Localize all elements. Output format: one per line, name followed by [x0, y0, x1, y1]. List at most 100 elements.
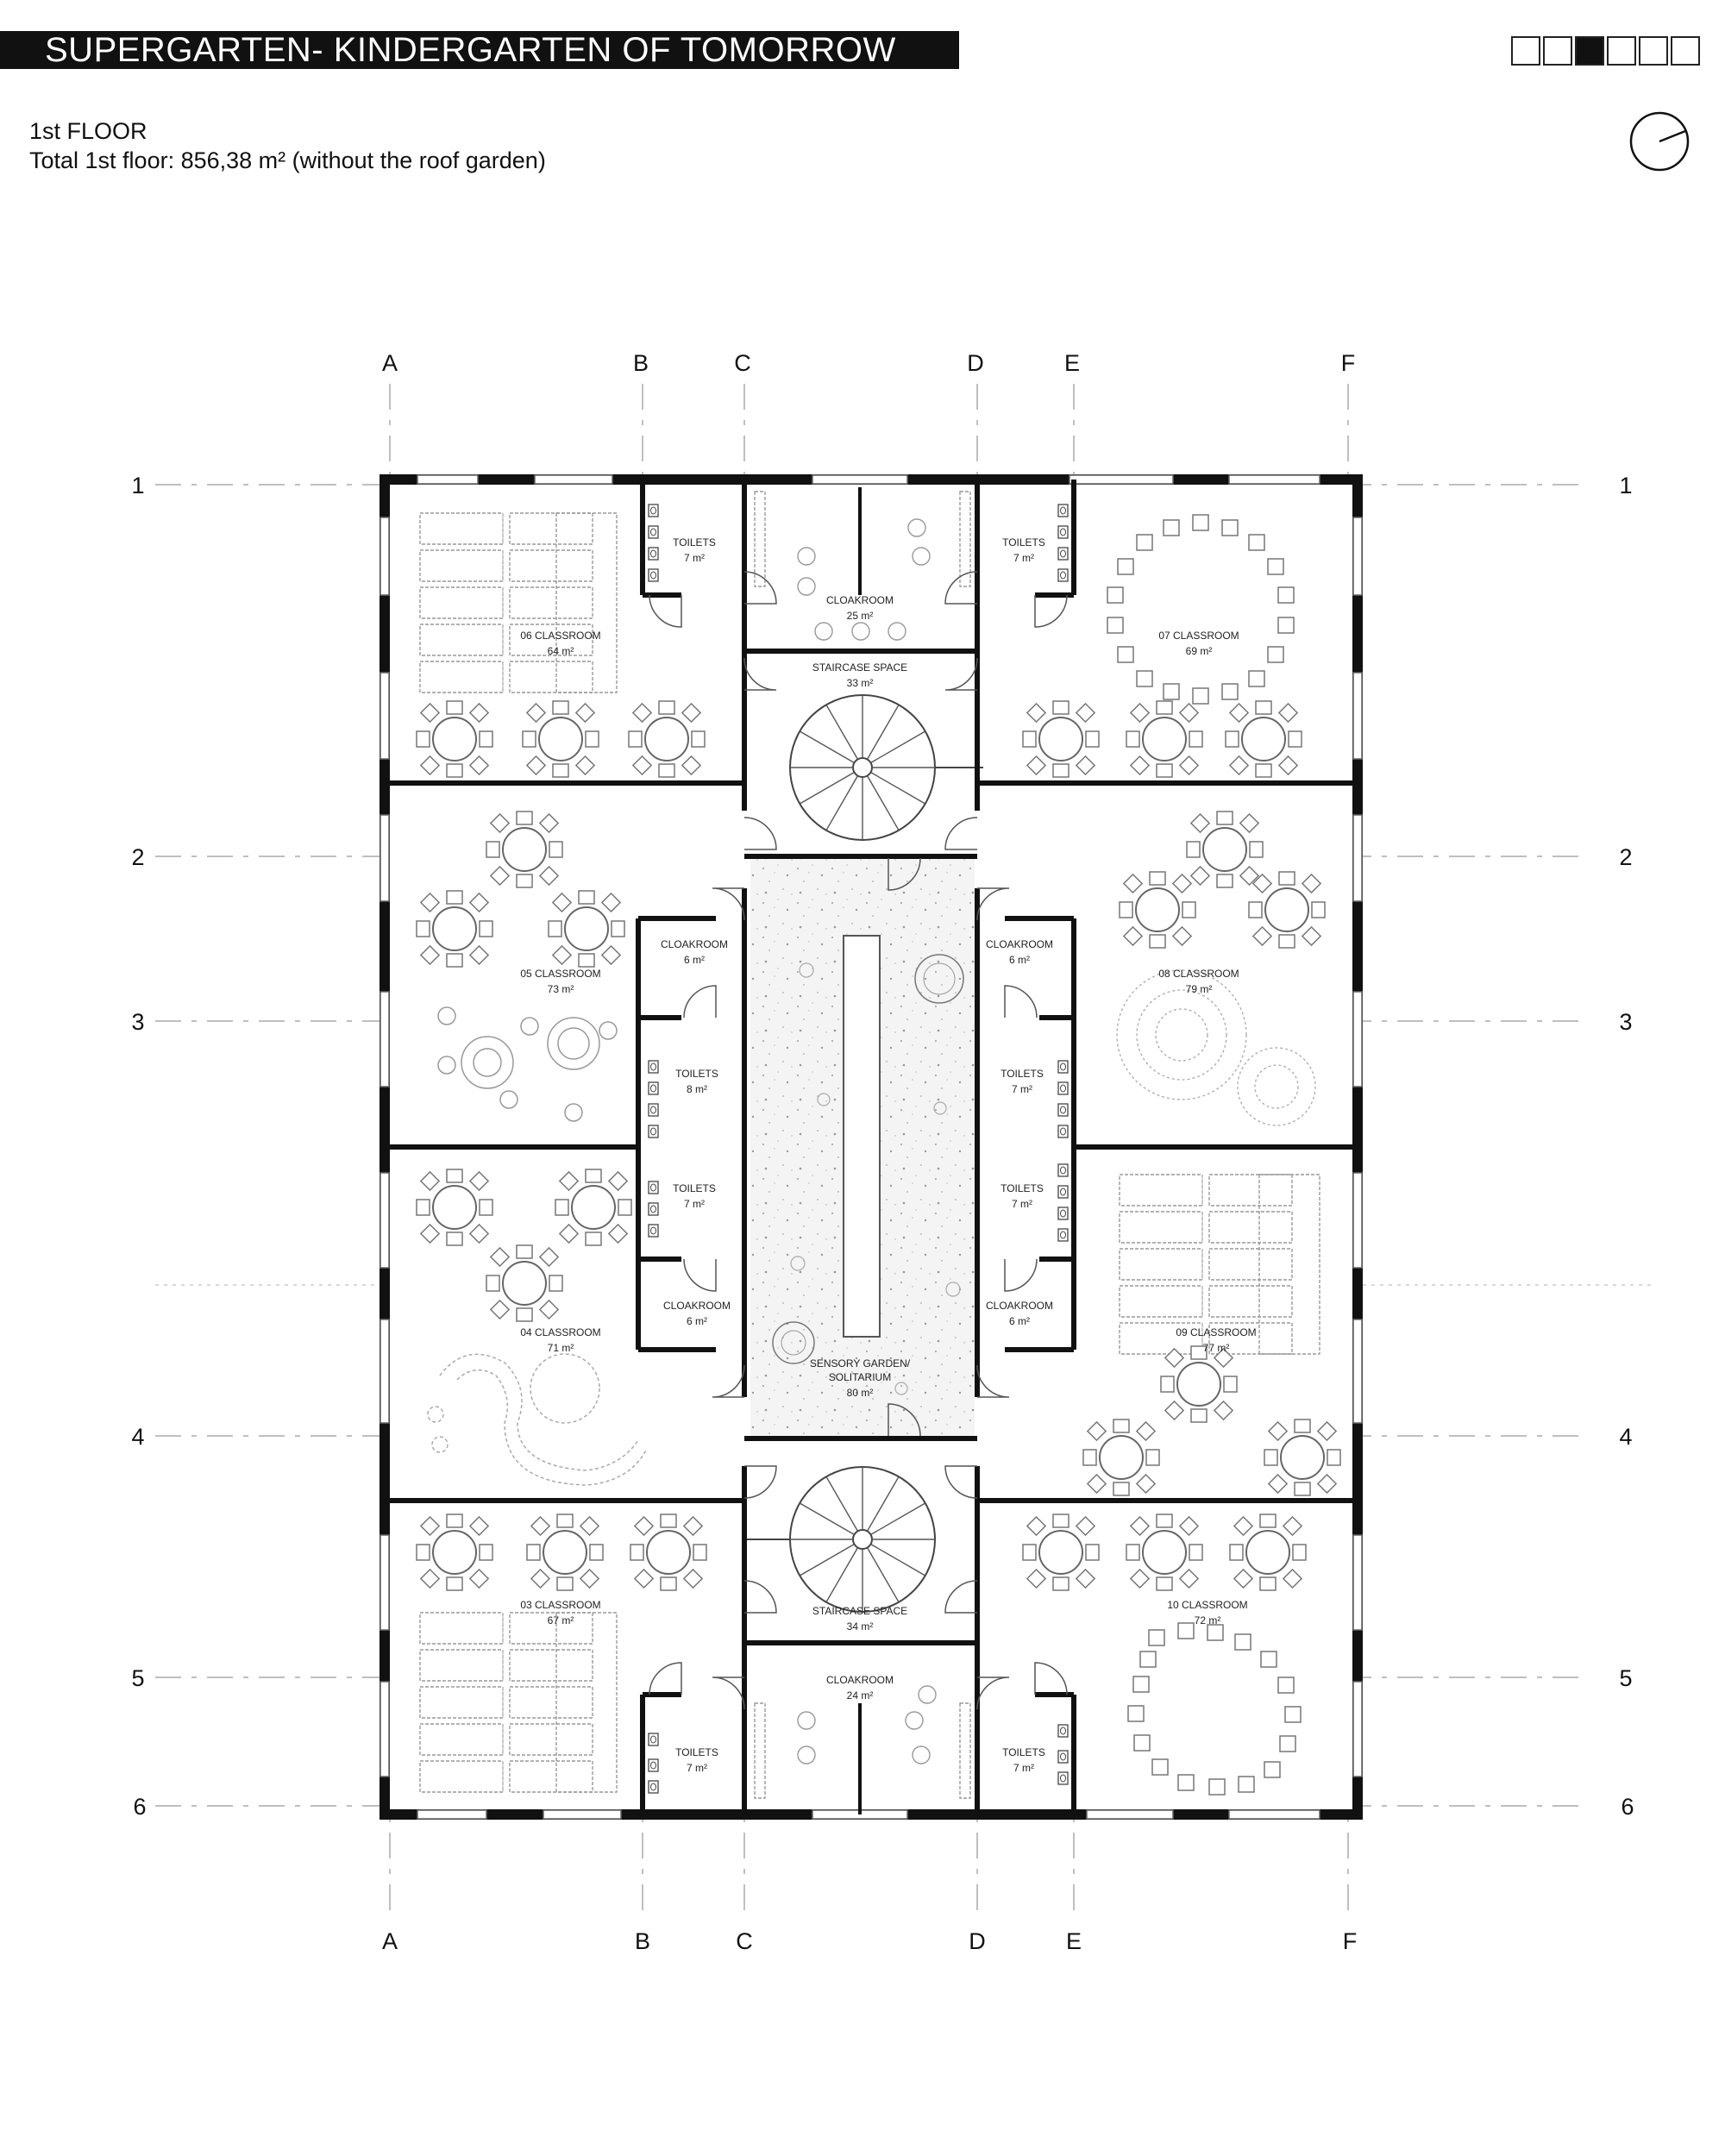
cloakroom-north-furniture — [754, 491, 971, 641]
grid-column-label-e-bottom: E — [1066, 1928, 1082, 1954]
room-name-cloakroom-e2: CLOAKROOM — [986, 1300, 1053, 1312]
room-name-cloakroom-w2: CLOAKROOM — [663, 1300, 731, 1312]
page-indicator-box-5 — [1639, 36, 1668, 66]
classroom-09-beds — [1119, 1174, 1320, 1355]
room-area-classroom-04: 71 m² — [548, 1342, 574, 1354]
room-area-staircase-south: 34 m² — [847, 1620, 874, 1633]
grid-row-label-1-left: 1 — [131, 473, 144, 498]
grid-column-label-d-bottom: D — [969, 1928, 986, 1954]
grid-row-label-3-right: 3 — [1619, 1009, 1632, 1035]
room-area-classroom-06: 64 m² — [548, 645, 574, 657]
grid-row-label-3-left: 3 — [131, 1009, 144, 1035]
page-indicator-box-3-active — [1575, 36, 1604, 66]
room-area-classroom-05: 73 m² — [548, 983, 574, 995]
room-area-toilets-ne: 7 m² — [1013, 552, 1034, 564]
grid-row-label-1-right: 1 — [1619, 473, 1632, 498]
room-name-toilets-ne: TOILETS — [1002, 536, 1045, 548]
room-area-toilets-w2: 8 m² — [687, 1083, 707, 1095]
classroom-06-tables — [416, 700, 706, 778]
classroom-08-play-circles — [1116, 969, 1316, 1126]
grid-row-label-5-left: 5 — [131, 1665, 144, 1691]
room-name-classroom-09: 09 CLASSROOM — [1176, 1326, 1256, 1338]
room-name2-sensory-garden: SOLITARIUM — [829, 1371, 891, 1383]
grid-row-label-6-left: 6 — [133, 1794, 146, 1820]
room-area-cloakroom-e2: 6 m² — [1009, 1315, 1030, 1327]
room-area-toilets-e3: 7 m² — [1012, 1198, 1032, 1210]
room-name-toilets-sw: TOILETS — [675, 1746, 718, 1758]
grid-row-label-4-right: 4 — [1619, 1424, 1632, 1450]
grid-row-label-5-right: 5 — [1619, 1665, 1632, 1691]
room-area-classroom-03: 67 m² — [548, 1614, 574, 1626]
page-title: SUPERGARTEN- KINDERGARTEN OF TOMORROW — [0, 31, 959, 69]
room-name-toilets-w3: TOILETS — [673, 1182, 716, 1194]
grid-column-label-f-top: F — [1341, 350, 1356, 376]
room-name-toilets-e3: TOILETS — [1000, 1182, 1044, 1194]
grid-row-label-2-right: 2 — [1619, 844, 1632, 870]
page-indicator-box-6 — [1671, 36, 1700, 66]
room-name-cloakroom-w1: CLOAKROOM — [661, 938, 728, 950]
classroom-04-play-path — [427, 1353, 648, 1486]
grid-column-label-c-bottom: C — [736, 1928, 753, 1954]
room-name-toilets-nw: TOILETS — [673, 536, 716, 548]
grid-row-label-2-left: 2 — [131, 844, 144, 870]
room-name-classroom-03: 03 CLASSROOM — [520, 1599, 600, 1611]
room-name-classroom-05: 05 CLASSROOM — [520, 968, 600, 980]
grid-column-label-e-top: E — [1064, 350, 1080, 376]
room-area-toilets-sw: 7 m² — [687, 1762, 707, 1774]
cloakroom-south-furniture — [754, 1685, 971, 1799]
room-area-classroom-08: 79 m² — [1186, 983, 1213, 995]
room-name-classroom-10: 10 CLASSROOM — [1167, 1599, 1247, 1611]
grid-column-label-f-bottom: F — [1343, 1928, 1358, 1954]
page-indicator-box-2 — [1543, 36, 1572, 66]
room-area-cloakroom-north: 25 m² — [847, 610, 874, 622]
classroom-07-tables — [1022, 700, 1302, 778]
grid-column-label-b-bottom: B — [635, 1928, 650, 1954]
classroom-03-tables — [416, 1514, 707, 1591]
room-area-toilets-w3: 7 m² — [684, 1198, 705, 1210]
door-swings — [649, 571, 1068, 1710]
classroom-10-tables — [1022, 1514, 1307, 1591]
grid-column-label-a-bottom: A — [382, 1928, 398, 1954]
room-name-cloakroom-south: CLOAKROOM — [826, 1674, 894, 1686]
floor-label: 1st FLOOR — [29, 118, 147, 144]
floor-area-summary: Total 1st floor: 856,38 m² (without the … — [29, 147, 546, 173]
room-area-staircase-north: 33 m² — [847, 677, 874, 689]
room-name-cloakroom-e1: CLOAKROOM — [986, 938, 1053, 950]
classroom-10-chair-ring — [1127, 1622, 1302, 1796]
grid-column-label-a-top: A — [382, 350, 398, 376]
page-indicator — [1511, 36, 1703, 66]
room-area-classroom-07: 69 m² — [1186, 645, 1213, 657]
room-name-staircase-north: STAIRCASE SPACE — [812, 661, 907, 674]
room-area-cloakroom-south: 24 m² — [847, 1689, 874, 1702]
room-name-sensory-garden: SENSORY GARDEN/ — [810, 1357, 911, 1369]
room-name-toilets-se: TOILETS — [1002, 1746, 1045, 1758]
room-area-toilets-e2: 7 m² — [1012, 1083, 1032, 1095]
room-name-staircase-south: STAIRCASE SPACE — [812, 1605, 907, 1617]
interior-walls — [390, 479, 1352, 1814]
room-name-classroom-07: 07 CLASSROOM — [1158, 630, 1239, 642]
grid-column-label-c-top: C — [734, 350, 751, 376]
grid-column-label-d-top: D — [967, 350, 984, 376]
room-area-cloakroom-e1: 6 m² — [1009, 954, 1030, 966]
room-name-classroom-08: 08 CLASSROOM — [1158, 968, 1239, 980]
room-area-cloakroom-w1: 6 m² — [684, 954, 705, 966]
room-area-classroom-09: 77 m² — [1203, 1342, 1230, 1354]
room-area-toilets-nw: 7 m² — [684, 552, 705, 564]
room-name-toilets-w2: TOILETS — [675, 1068, 718, 1080]
grid-column-label-b-top: B — [633, 350, 649, 376]
classroom-07-chair-ring — [1107, 514, 1295, 705]
page-indicator-box-1 — [1511, 36, 1540, 66]
planter-strip — [843, 935, 881, 1338]
grid-row-label-4-left: 4 — [131, 1424, 144, 1450]
room-name-classroom-04: 04 CLASSROOM — [520, 1326, 600, 1338]
classroom-05-play-circles — [437, 1006, 618, 1122]
room-name-cloakroom-north: CLOAKROOM — [826, 594, 894, 606]
classroom-03-beds — [419, 1612, 618, 1793]
room-name-toilets-e2: TOILETS — [1000, 1068, 1044, 1080]
room-area-classroom-10: 72 m² — [1195, 1614, 1221, 1626]
grid-row-label-6-right: 6 — [1621, 1794, 1634, 1820]
room-name-classroom-06: 06 CLASSROOM — [520, 630, 600, 642]
room-area-cloakroom-w2: 6 m² — [687, 1315, 707, 1327]
room-area-toilets-se: 7 m² — [1013, 1762, 1034, 1774]
